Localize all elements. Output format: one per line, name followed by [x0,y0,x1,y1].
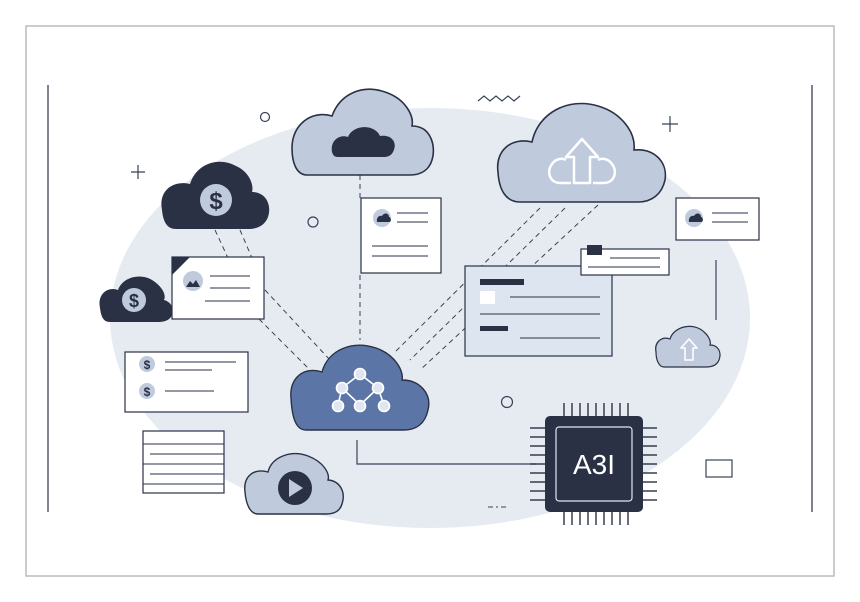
info-card [171,256,265,320]
cloud-icon [376,213,391,222]
dollar-icon [139,356,155,372]
info-card [360,197,442,274]
cloud-icon [331,127,395,157]
dollar-icon [139,383,155,399]
zigzag-icon [477,95,521,102]
profile-card [675,197,760,241]
upload-arrow-icon [680,338,698,361]
cloud-top [291,88,435,176]
connector-solid [356,440,536,465]
cloud-video [244,453,344,515]
dollar-icon: $ [144,385,151,399]
avatar [183,271,203,291]
cloud-upload-large [496,102,667,203]
connector [264,289,331,361]
image-icon [186,280,200,287]
tag-card [580,245,670,276]
dollar-icon: $ [129,291,139,311]
cloud-dollar-large: $ [161,161,270,229]
deco-circle [500,395,514,409]
dollar-icon [122,288,146,312]
dashboard-window [464,265,613,357]
cloud-icon [688,213,703,222]
cloud-network-hub [290,344,430,431]
chip-label: A3I [573,449,615,480]
plus-icon [662,116,678,132]
connector [239,299,311,371]
notes-card [142,430,225,494]
decorations [131,95,733,478]
cloud-dollar-small: $ [99,276,173,322]
deco-circle [307,216,319,228]
deco-square [705,459,733,478]
network-tree-icon [331,367,391,413]
dollar-icon: $ [144,358,151,372]
transaction-card: $ $ [124,351,249,413]
play-icon [289,479,303,497]
deco-circle [259,111,271,123]
cloud-upload-small [655,325,721,368]
upload-arrow-icon [548,137,616,185]
plus-icon [131,165,145,179]
dollar-icon [200,184,232,216]
dollar-icon: $ [209,188,223,215]
processor-chip-icon: A3I [530,403,657,525]
